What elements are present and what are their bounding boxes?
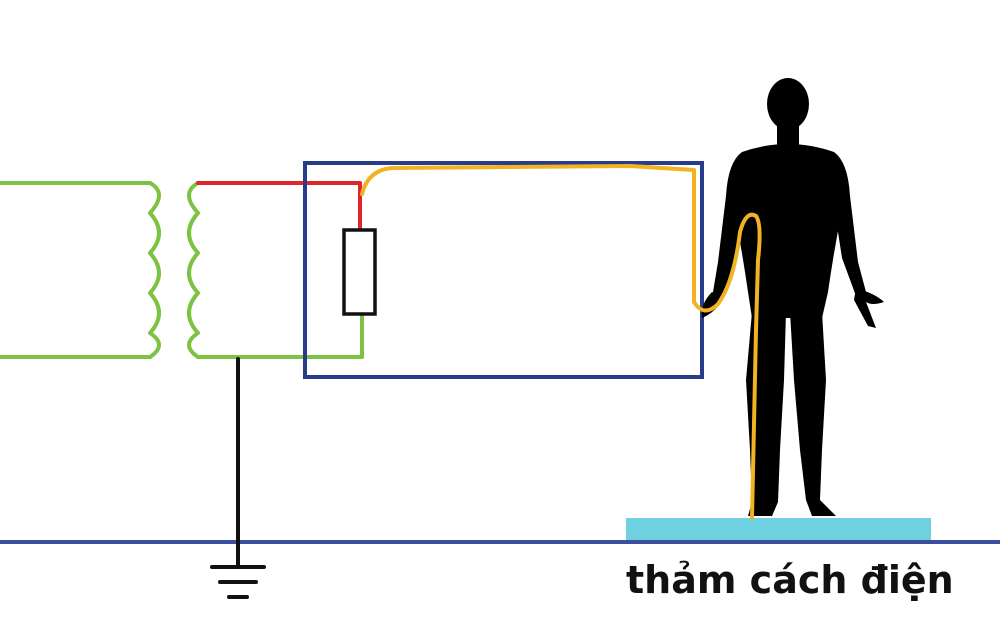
equipment-enclosure bbox=[303, 161, 704, 379]
live-wire bbox=[196, 181, 362, 232]
ground-symbol bbox=[210, 565, 266, 599]
transformer-primary bbox=[0, 181, 161, 359]
insulating-mat-label: thảm cách điện bbox=[626, 558, 954, 602]
person-silhouette bbox=[701, 78, 884, 516]
resistor bbox=[342, 228, 377, 316]
transformer-secondary bbox=[187, 181, 364, 359]
fault-current-path bbox=[360, 164, 762, 520]
insulating-mat bbox=[626, 518, 931, 540]
